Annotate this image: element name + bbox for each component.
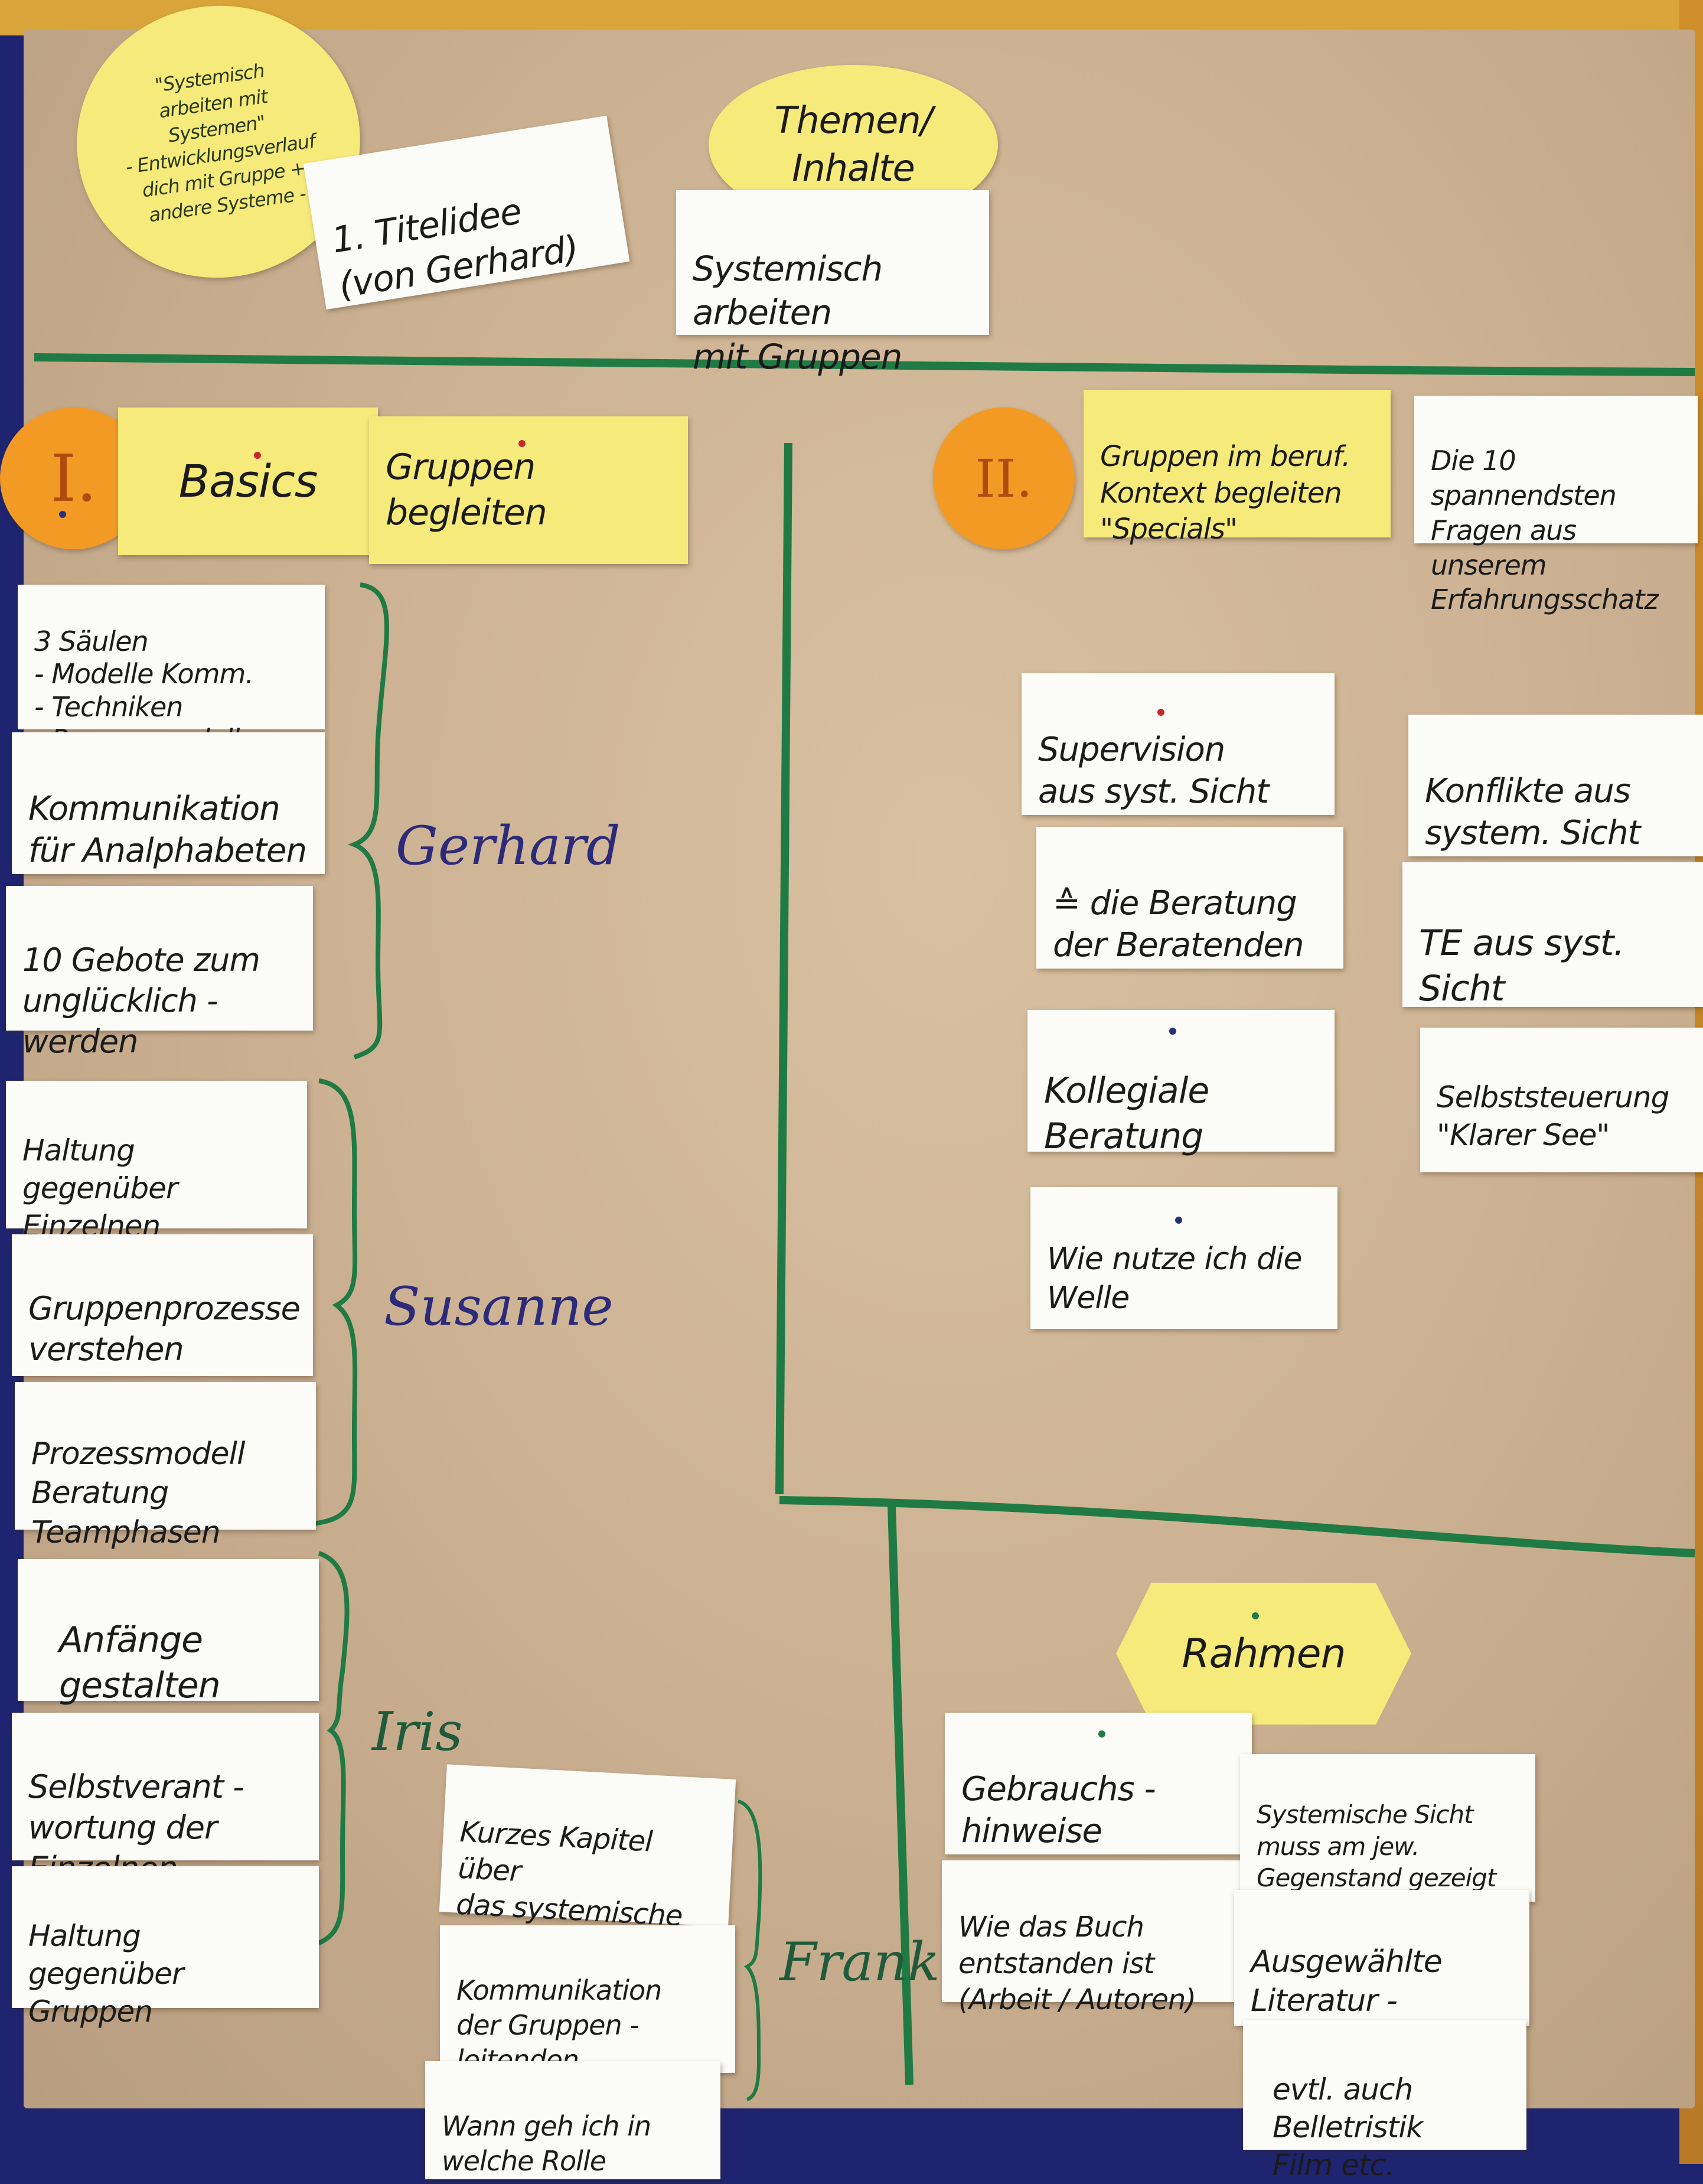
- card-text: Gruppenprozesse verstehen: [28, 1290, 301, 1368]
- card-kommunikation-gruppenleitende: Kommunikation der Gruppen - leitenden: [440, 1925, 735, 2076]
- rahmen-hexagon: Rahmen: [1116, 1583, 1411, 1725]
- section-two-numeral: II.: [975, 448, 1033, 509]
- marker-lines: [34, 353, 1695, 2101]
- card-text: Anfänge gestalten: [59, 1619, 221, 1706]
- pin-dot: [1157, 709, 1164, 716]
- card-text: Kommunikation für Analphabeten: [28, 789, 307, 871]
- vertical-divider-line: [775, 442, 792, 1495]
- card-text: Kommunikation der Gruppen - leitenden: [456, 1974, 662, 2076]
- card-konflikte: Konflikte aus system. Sicht: [1408, 715, 1703, 856]
- brace-frank: [738, 1800, 762, 2101]
- author-label-frank: Frank: [779, 1931, 940, 1993]
- section-one-numeral: I.: [50, 441, 97, 516]
- rahmen-divider-line: [779, 1496, 1695, 1557]
- author-label-iris: Iris: [372, 1701, 463, 1763]
- card-haltung-einzelnen: Haltung gegenüber Einzelnen Gruppen- mit…: [6, 1081, 307, 1319]
- author-label-susanne: Susanne: [384, 1276, 614, 1338]
- pin-dot: [1169, 1028, 1176, 1035]
- topic-card: Systemisch arbeiten mit Gruppen: [676, 190, 989, 377]
- card-text: 10 Gebote zum unglücklich - werden: [22, 941, 260, 1061]
- card-text: ≙ die Beratung der Beratenden: [1053, 884, 1304, 965]
- card-selbstverantwortung: Selbstverant - wortung der Einzelnen: [12, 1713, 319, 1887]
- pin-dot: [254, 452, 261, 459]
- pin-dot: [1252, 1612, 1259, 1619]
- card-buch-entstanden: Wie das Buch entstanden ist (Arbeit / Au…: [942, 1860, 1249, 2016]
- card-gebrauchshinweise: Gebrauchs - hinweise: [945, 1713, 1252, 1854]
- section-one-heading-text: Gruppen begleiten: [386, 446, 547, 533]
- topic-card-text: Systemisch arbeiten mit Gruppen: [693, 249, 902, 377]
- card-beratung-beratenden: ≙ die Beratung der Beratenden: [1036, 827, 1343, 969]
- card-systemische-sicht: Systemische Sicht muss am jew. Gegenstan…: [1240, 1754, 1535, 1924]
- card-text: Konflikte aus system. Sicht: [1425, 771, 1640, 853]
- card-zehn-gebote: 10 Gebote zum unglücklich - werden: [6, 886, 313, 1060]
- section-two-subheading-text: Die 10 spannendsten Fragen aus unserem E…: [1431, 444, 1659, 616]
- card-text: Prozessmodell Beratung Teamphasen: [31, 1436, 245, 1550]
- pin-dot: [518, 440, 526, 447]
- topic-oval-text: Themen/ Inhalte: [774, 99, 932, 190]
- author-label-gerhard: Gerhard: [396, 815, 621, 877]
- card-te-syst-sicht: TE aus syst. Sicht: [1402, 862, 1703, 1009]
- pin-dot: [1175, 1217, 1182, 1224]
- card-rolle: Wann geh ich in welche Rolle: [425, 2061, 720, 2179]
- card-gruppenprozesse: Gruppenprozesse verstehen: [12, 1234, 313, 1376]
- card-kommunikation-analphabeten: Kommunikation für Analphabeten: [12, 732, 325, 874]
- rahmen-vertical-line: [888, 1505, 914, 2085]
- card-haltung-gruppen: Haltung gegenüber Gruppen: [12, 1866, 319, 2029]
- horizontal-divider-line: [34, 353, 1695, 376]
- card-text: Wann geh ich in welche Rolle: [442, 2110, 651, 2177]
- card-kurzes-kapitel: Kurzes Kapitel über das systemische allg…: [439, 1764, 736, 1964]
- section-one-heading: Gruppen begleiten: [369, 416, 688, 564]
- card-drei-saeulen: 3 Säulen - Modelle Komm. - Techniken - P…: [18, 585, 325, 755]
- brace-susanne: [312, 1078, 358, 1526]
- section-two-subheading: Die 10 spannendsten Fragen aus unserem E…: [1414, 396, 1698, 615]
- card-text: Selbststeuerung "Klarer See": [1437, 1080, 1669, 1152]
- yellow-circle-text: "Systemisch arbeiten mit Systemen" - Ent…: [124, 59, 317, 227]
- section-two-heading-text: Gruppen im beruf. Kontext begleiten "Spe…: [1100, 440, 1350, 546]
- card-supervision: Supervision aus syst. Sicht: [1022, 673, 1335, 815]
- card-text: Haltung gegenüber Gruppen: [28, 1919, 184, 2029]
- brace-iris: [318, 1551, 350, 1945]
- card-text: evtl. auch Belletristik Film etc.: [1273, 2072, 1423, 2182]
- card-text: Wie das Buch entstanden ist (Arbeit / Au…: [958, 1911, 1196, 2017]
- card-welle: Wie nutze ich die Welle: [1030, 1187, 1337, 1329]
- card-literatur: Ausgewählte Literatur - hinweise: [1234, 1890, 1529, 2058]
- card-belletristik: evtl. auch Belletristik Film etc.: [1243, 2020, 1526, 2182]
- brace-gerhard: [348, 582, 389, 1060]
- pin-dot: [59, 511, 66, 518]
- card-selbststeuerung: Selbststeuerung "Klarer See": [1420, 1028, 1703, 1172]
- card-text: Supervision aus syst. Sicht: [1038, 730, 1269, 811]
- card-kollegiale-beratung: Kollegiale Beratung: [1027, 1010, 1335, 1157]
- basics-text: Basics: [178, 455, 318, 508]
- section-two-circle: II.: [933, 408, 1075, 549]
- card-text: Gebrauchs - hinweise: [961, 1769, 1156, 1851]
- card-prozessmodell: Prozessmodell Beratung Teamphasen: [15, 1382, 316, 1550]
- basics-note: Basics: [118, 408, 378, 555]
- card-text: Wie nutze ich die Welle: [1047, 1241, 1302, 1316]
- section-two-heading: Gruppen im beruf. Kontext begleiten "Spe…: [1084, 390, 1391, 546]
- card-anfaenge: Anfänge gestalten: [18, 1559, 319, 1706]
- card-text: Kollegiale Beratung: [1044, 1070, 1209, 1157]
- rahmen-label: Rahmen: [1182, 1630, 1346, 1677]
- pin-dot: [1098, 1730, 1105, 1738]
- card-text: TE aus syst. Sicht: [1419, 922, 1624, 1009]
